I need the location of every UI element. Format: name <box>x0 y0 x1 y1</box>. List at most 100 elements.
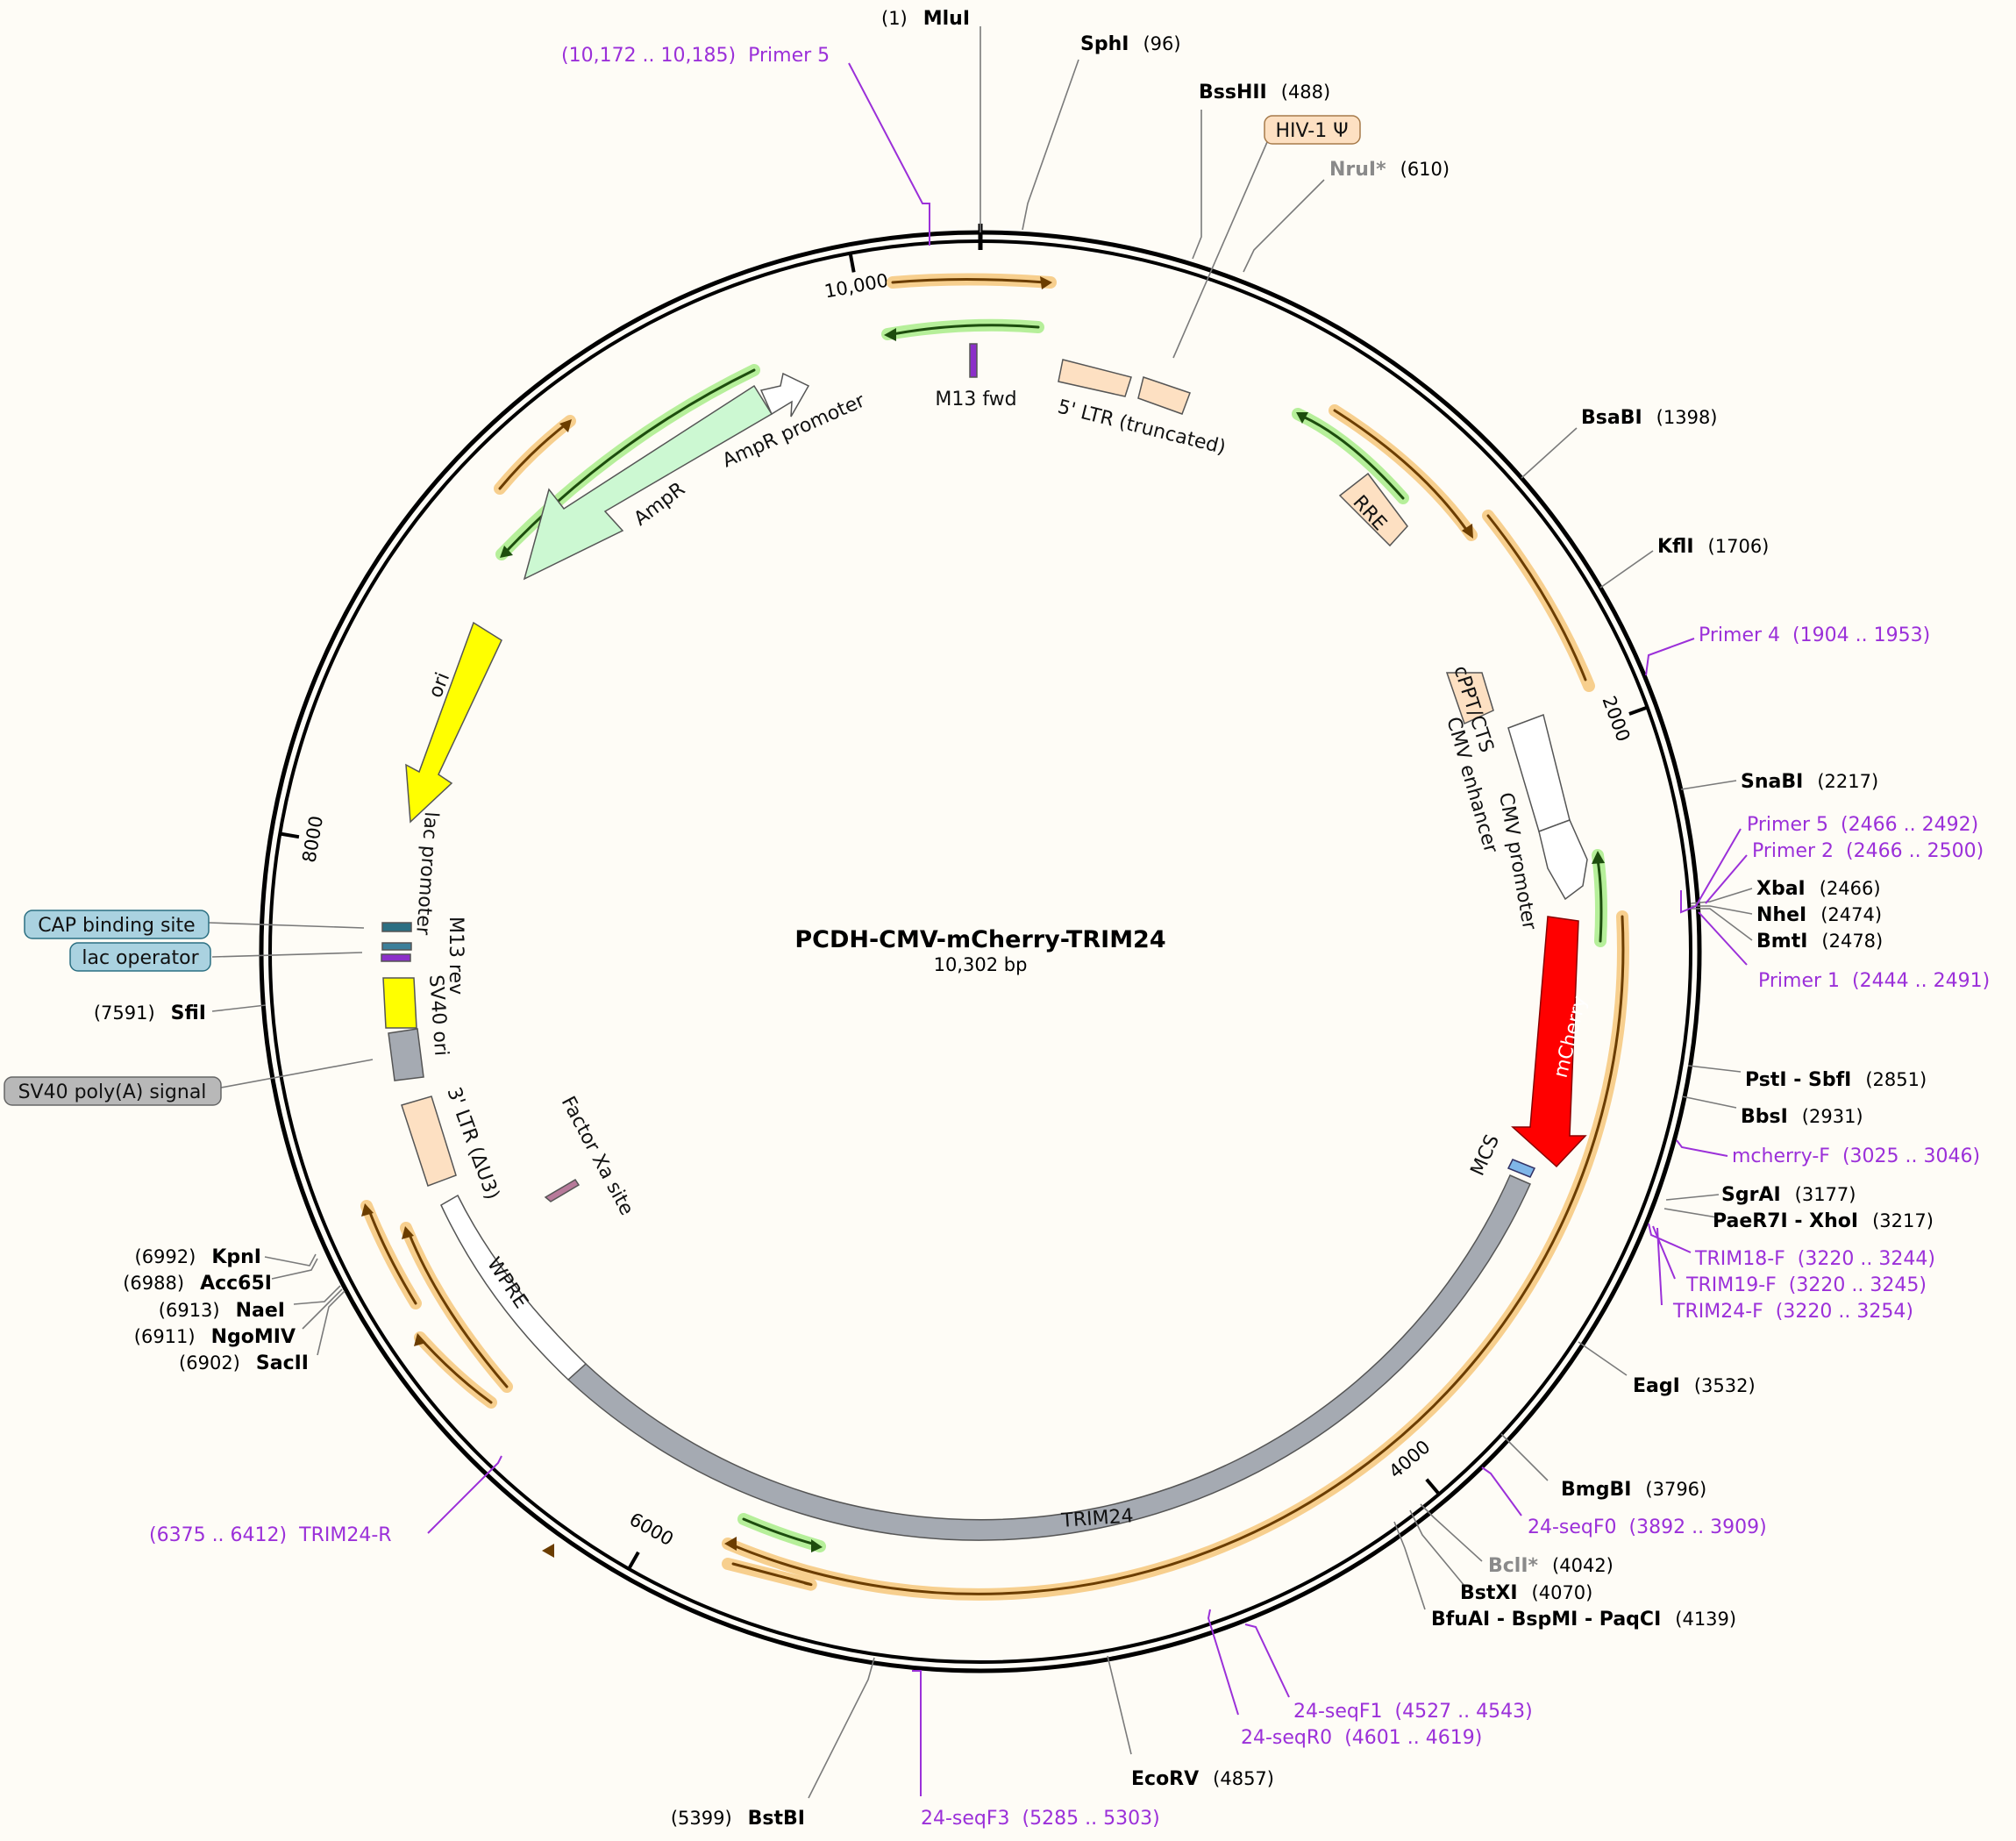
site-sgrai: SgrAI(3177) <box>1721 1184 1856 1206</box>
site-line-acc65i <box>271 1258 318 1280</box>
site-line-bstbi <box>808 1657 875 1799</box>
tick-mark <box>1425 1478 1441 1495</box>
site-sfii: (7591)SfiI <box>94 1003 206 1024</box>
site-nhei: NheI(2474) <box>1756 904 1882 926</box>
plasmid-title: PCDH-CMV-mCherry-TRIM24 <box>794 926 1165 953</box>
ltr5-block-2 <box>1137 376 1191 415</box>
arrowhead-icon <box>500 546 513 558</box>
feature-lac-op: lac operator <box>82 947 199 969</box>
orf-arc-l3 <box>367 1209 417 1305</box>
primer-p1: Primer 1(2444 .. 2491) <box>1758 970 1990 992</box>
factor-xa-marker <box>544 1178 581 1202</box>
primer-p5: Primer 5(2466 .. 2492) <box>1747 814 1978 836</box>
arrowhead-icon <box>402 1226 414 1239</box>
feature-factor-xa: Factor Xa site <box>557 1093 638 1219</box>
site-bstbi: (5399)BstBI <box>671 1808 805 1830</box>
primer-line-p5 <box>1680 828 1742 914</box>
site-line-bbsi <box>1681 1095 1737 1109</box>
site-line-sfii <box>211 1004 267 1012</box>
site-eagi: EagI(3532) <box>1633 1375 1756 1397</box>
site-line-sacii <box>317 1290 345 1356</box>
arrowhead-icon <box>811 1539 823 1552</box>
arrowhead-icon <box>1296 412 1308 424</box>
arrowhead-icon <box>884 328 896 341</box>
orf-arc-l1-glow <box>400 1222 513 1393</box>
site-ecorv: EcoRV(4857) <box>1131 1768 1274 1790</box>
orf-right-orange1-glow <box>1329 404 1478 541</box>
primer-seqr0: 24-seqR0(4601 .. 4619) <box>1241 1727 1482 1749</box>
boxed-labels: HIV-1 Ψ CAP binding site lac operator SV… <box>4 115 1361 1106</box>
site-line-ecorv <box>1107 1655 1132 1755</box>
site-line-sgrai <box>1665 1194 1720 1201</box>
feature-mcs: MCS <box>1467 1131 1504 1179</box>
site-naei: (6913)NaeI <box>159 1300 285 1322</box>
site-xbai: XbaI(2466) <box>1756 878 1881 900</box>
site-bstxi: BstXI(4070) <box>1460 1582 1592 1604</box>
sv40-ori-block <box>382 977 417 1029</box>
site-line-nhei <box>1691 905 1753 915</box>
plasmid-length: 10,302 bp <box>934 954 1028 975</box>
orf-upper-left-orange <box>498 423 567 490</box>
primer-line-trim24f <box>1656 1227 1663 1306</box>
site-line-naei <box>293 1285 341 1305</box>
feature-lac-prom: lac promoter <box>411 811 442 937</box>
primer-line-mcherry <box>1676 1139 1728 1157</box>
orf-right-orange2-glow <box>1482 510 1595 692</box>
site-line-kpni <box>264 1253 317 1267</box>
feature-sv40-polya: SV40 poly(A) signal <box>18 1081 207 1103</box>
site-snabi: SnaBI(2217) <box>1741 771 1878 793</box>
arrowhead-icon <box>542 1544 554 1558</box>
site-line-bfuai <box>1393 1521 1426 1610</box>
orf-arrowheads <box>361 276 1605 1558</box>
ori-shape <box>405 621 502 824</box>
primer-seqf1: 24-seqF1(4527 .. 4543) <box>1293 1701 1533 1723</box>
site-line-bsabi <box>1521 427 1578 479</box>
primer-trim24r: (6375 .. 6412)TRIM24-R <box>149 1524 392 1546</box>
site-line-lacop <box>211 952 363 958</box>
tick-label: 6000 <box>626 1509 677 1550</box>
primer-callouts <box>427 62 1748 1796</box>
site-line-ngomiv <box>302 1288 343 1330</box>
site-line-bstxi <box>1409 1509 1465 1587</box>
site-line-xhoi <box>1663 1208 1718 1218</box>
psi-box <box>1264 115 1361 145</box>
orf-arcs <box>360 273 1629 1601</box>
trim24-shape <box>566 1174 1531 1541</box>
site-line-bcli <box>1420 1503 1483 1562</box>
primer-labels: (10,172 .. 10,185)Primer 5 Primer 4(1904… <box>149 45 1990 1830</box>
primer-trim24f: TRIM24-F(3220 .. 3254) <box>1672 1301 1913 1323</box>
primer-line-seqf1 <box>1244 1623 1290 1698</box>
site-bbsi: BbsI(2931) <box>1741 1106 1863 1128</box>
primer-line-trim18 <box>1648 1223 1692 1253</box>
feature-shapes <box>381 343 1588 1541</box>
feature-ltr5: 5' LTR (truncated) <box>1056 396 1229 460</box>
arrowhead-icon <box>724 1537 737 1551</box>
site-bmgbi: BmgBI(3796) <box>1561 1479 1706 1501</box>
site-line-bmti <box>1691 908 1753 941</box>
site-acc65i: (6988)Acc65I <box>123 1273 272 1295</box>
primer-line-p2 <box>1705 854 1748 904</box>
arrowhead-icon <box>1462 524 1473 539</box>
arrowhead-icon <box>1040 276 1052 289</box>
orf-arc-l1 <box>407 1231 509 1388</box>
primer-line-trim24r <box>427 1455 502 1534</box>
orf-right-green <box>1301 415 1405 500</box>
feature-m13-fwd: M13 fwd <box>935 389 1016 410</box>
primer-p4: Primer 4(1904 .. 1953) <box>1699 624 1930 646</box>
site-sacii: (6902)SacII <box>179 1352 309 1374</box>
site-line-sphi <box>1022 59 1079 231</box>
arrowhead-icon <box>414 1333 426 1346</box>
feature-cap: CAP binding site <box>38 915 195 937</box>
orf-top-orange <box>891 278 1047 284</box>
orf-upper-left-green <box>505 368 756 553</box>
tick-mark <box>279 831 300 839</box>
cppt-block <box>1445 672 1494 725</box>
feature-trim24: TRIM24 <box>1060 1505 1135 1532</box>
site-line-kfli <box>1599 550 1654 589</box>
site-line-cap <box>208 922 365 929</box>
site-labels: (1)MluI SphI(96) BssHII(488) NruI*(610) … <box>94 8 1934 1830</box>
site-bfuai: BfuAI - BspMI - PaqCI(4139) <box>1431 1609 1736 1630</box>
site-nrui: NruI*(610) <box>1329 159 1450 181</box>
mcherry-shape <box>1511 916 1587 1168</box>
